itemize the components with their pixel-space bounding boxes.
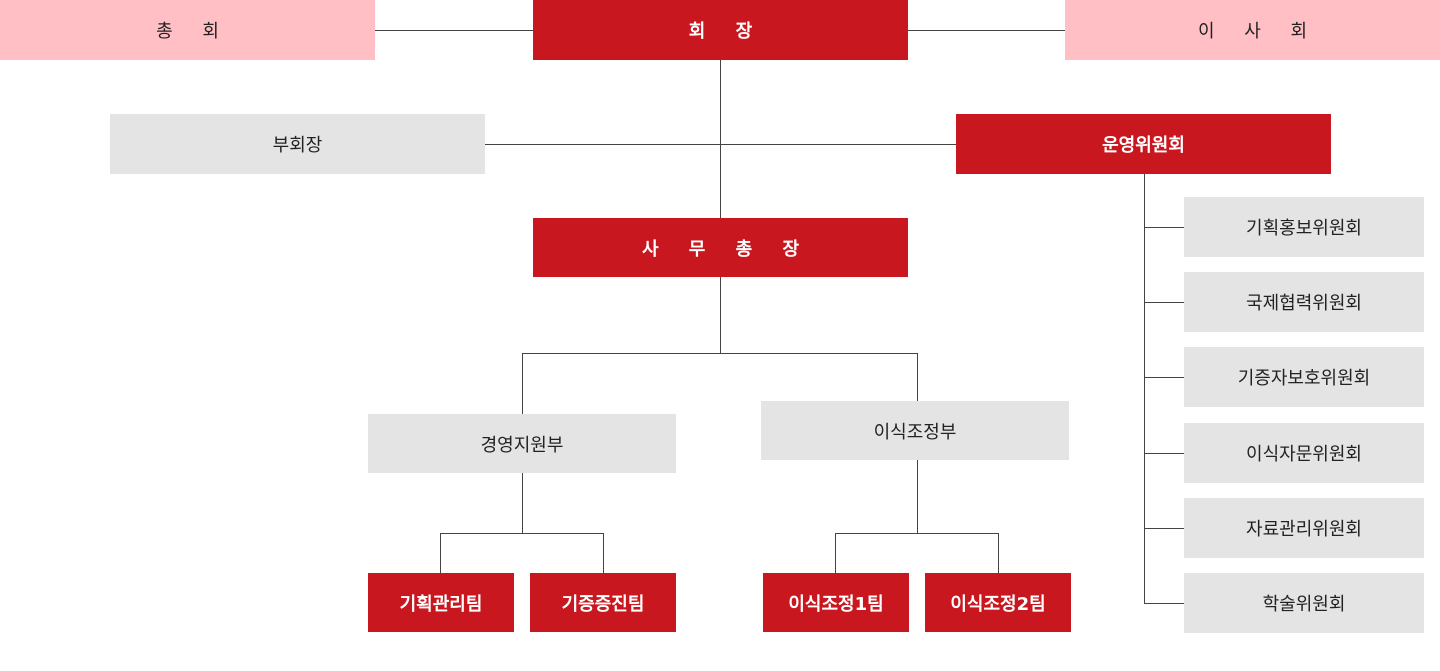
transplant-coordination-label: 이식조정부 xyxy=(873,421,957,443)
team-coordination-2-label: 이식조정2팀 xyxy=(950,593,1046,615)
connector-committee-4 xyxy=(1144,453,1184,454)
general-assembly-box[interactable]: 총 회 xyxy=(0,0,375,60)
team-planning-management-box[interactable]: 기획관리팀 xyxy=(368,573,514,632)
connector-vice-president-steering xyxy=(485,144,956,145)
connector-team-coordination-2 xyxy=(998,533,999,573)
transplant-coordination-box[interactable]: 이식조정부 xyxy=(761,401,1069,460)
connector-president-trunk xyxy=(720,60,721,218)
committee-academic-box[interactable]: 학술위원회 xyxy=(1184,573,1424,633)
committee-planning-pr-label: 기획홍보위원회 xyxy=(1246,218,1362,239)
connector-general-assembly-president xyxy=(375,30,533,31)
president-box[interactable]: 회 장 xyxy=(533,0,908,60)
connector-transplant-teams-horizontal xyxy=(835,533,999,534)
steering-committee-box[interactable]: 운영위원회 xyxy=(956,114,1331,174)
committee-international-box[interactable]: 국제협력위원회 xyxy=(1184,272,1424,332)
team-coordination-1-box[interactable]: 이식조정1팀 xyxy=(763,573,909,632)
committee-donor-protection-box[interactable]: 기증자보호위원회 xyxy=(1184,347,1424,407)
connector-committee-2 xyxy=(1144,302,1184,303)
connector-team-planning xyxy=(440,533,441,573)
vice-president-label: 부회장 xyxy=(272,135,323,156)
connector-team-donation xyxy=(603,533,604,573)
team-coordination-1-label: 이식조정1팀 xyxy=(788,593,884,615)
committee-transplant-advisory-label: 이식자문위원회 xyxy=(1246,444,1362,465)
team-donation-promotion-label: 기증증진팀 xyxy=(561,593,645,615)
committee-donor-protection-label: 기증자보호위원회 xyxy=(1237,368,1371,389)
connector-committee-6 xyxy=(1144,603,1184,604)
connector-transplant-down xyxy=(917,460,918,533)
connector-management-teams-horizontal xyxy=(440,533,604,534)
connector-secretary-down xyxy=(720,277,721,353)
general-assembly-label: 총 회 xyxy=(156,21,231,42)
committee-transplant-advisory-box[interactable]: 이식자문위원회 xyxy=(1184,423,1424,483)
committee-international-label: 국제협력위원회 xyxy=(1246,293,1362,314)
connector-management-up xyxy=(522,353,523,414)
board-label: 이 사 회 xyxy=(1197,21,1320,42)
management-support-label: 경영지원부 xyxy=(480,434,564,456)
connector-committee-1 xyxy=(1144,227,1184,228)
secretary-general-box[interactable]: 사 무 총 장 xyxy=(533,218,908,277)
committee-planning-pr-box[interactable]: 기획홍보위원회 xyxy=(1184,197,1424,257)
board-box[interactable]: 이 사 회 xyxy=(1065,0,1440,60)
team-donation-promotion-box[interactable]: 기증증진팀 xyxy=(530,573,676,632)
secretary-general-label: 사 무 총 장 xyxy=(641,238,812,260)
connector-transplant-up xyxy=(917,353,918,401)
connector-management-down xyxy=(522,473,523,533)
committee-data-management-box[interactable]: 자료관리위원회 xyxy=(1184,498,1424,558)
connector-committee-3 xyxy=(1144,377,1184,378)
steering-committee-label: 운영위원회 xyxy=(1102,135,1185,156)
connector-president-board xyxy=(908,30,1065,31)
president-label: 회 장 xyxy=(688,21,765,42)
management-support-box[interactable]: 경영지원부 xyxy=(368,414,676,473)
committee-academic-label: 학술위원회 xyxy=(1262,594,1346,615)
vice-president-box[interactable]: 부회장 xyxy=(110,114,485,174)
team-coordination-2-box[interactable]: 이식조정2팀 xyxy=(925,573,1071,632)
connector-team-coordination-1 xyxy=(835,533,836,573)
committee-data-management-label: 자료관리위원회 xyxy=(1246,519,1362,540)
team-planning-management-label: 기획관리팀 xyxy=(399,593,483,615)
connector-committees-trunk xyxy=(1144,174,1145,603)
connector-departments-horizontal xyxy=(522,353,918,354)
connector-committee-5 xyxy=(1144,528,1184,529)
